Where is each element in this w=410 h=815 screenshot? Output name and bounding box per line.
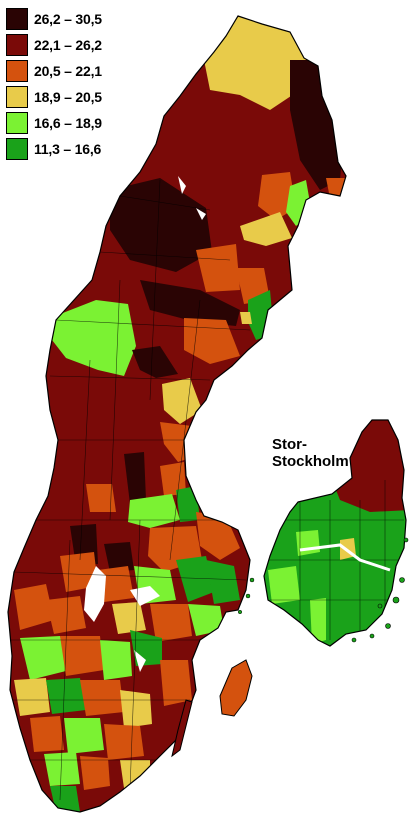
legend-swatch bbox=[6, 8, 28, 30]
legend-label: 26,2 – 30,5 bbox=[34, 11, 102, 27]
oland bbox=[171, 699, 193, 758]
inset-title-line2: Stockholm bbox=[272, 453, 349, 470]
legend-label: 16,6 – 18,9 bbox=[34, 115, 102, 131]
inset-title-line1: Stor- bbox=[272, 436, 307, 453]
legend-label: 22,1 – 26,2 bbox=[34, 37, 102, 53]
legend-item: 20,5 – 22,1 bbox=[6, 58, 102, 84]
legend-label: 18,9 – 20,5 bbox=[34, 89, 102, 105]
legend-swatch bbox=[6, 86, 28, 108]
legend-swatch bbox=[6, 34, 28, 56]
legend-swatch bbox=[6, 60, 28, 82]
legend-item: 16,6 – 18,9 bbox=[6, 110, 102, 136]
legend-item: 26,2 – 30,5 bbox=[6, 6, 102, 32]
legend-item: 11,3 – 16,6 bbox=[6, 136, 102, 162]
legend-item: 18,9 – 20,5 bbox=[6, 84, 102, 110]
gotland bbox=[219, 659, 253, 717]
legend-swatch bbox=[6, 138, 28, 160]
legend-label: 20,5 – 22,1 bbox=[34, 63, 102, 79]
legend: 26,2 – 30,5 22,1 – 26,2 20,5 – 22,1 18,9 – … bbox=[6, 6, 102, 162]
legend-item: 22,1 – 26,2 bbox=[6, 32, 102, 58]
legend-label: 11,3 – 16,6 bbox=[34, 141, 102, 157]
legend-swatch bbox=[6, 112, 28, 134]
inset-title: Stor- Stockholm bbox=[272, 436, 349, 470]
archipelago-islands bbox=[351, 537, 409, 643]
